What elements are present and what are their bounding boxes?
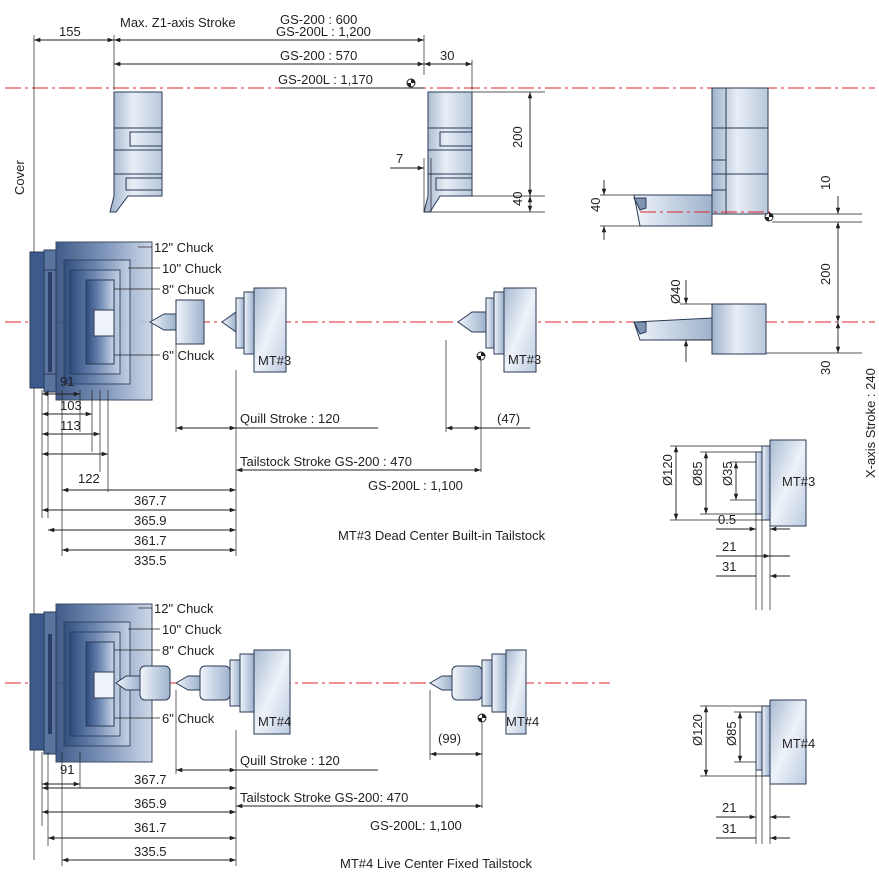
chuck-10-top: 10" Chuck — [162, 261, 222, 276]
tailstock-stroke-top-l: GS-200L : 1,100 — [368, 478, 463, 493]
dim-91-top: 91 — [60, 374, 74, 389]
turret-right-dimensions — [600, 180, 862, 354]
mt3-a: MT#3 — [258, 353, 291, 368]
dead-center-tailstock-top — [148, 287, 287, 373]
turret-left — [109, 91, 163, 213]
chuck-10-bottom: 10" Chuck — [162, 622, 222, 637]
dim-365-bottom: 365.9 — [134, 796, 167, 811]
mt3-detail — [670, 439, 807, 610]
dim-47: (47) — [497, 411, 520, 426]
dim-335-top: 335.5 — [134, 553, 167, 568]
dim-21-bottom: 21 — [722, 800, 736, 815]
dim-dia120-bottom: Ø120 — [690, 714, 705, 746]
dead-center-tailstock-mid — [457, 287, 537, 373]
chuck-6-top: 6" Chuck — [162, 348, 215, 363]
chuck-callouts-top — [114, 246, 160, 356]
reference-point-icon-4 — [477, 713, 487, 723]
mt3-b: MT#3 — [508, 352, 541, 367]
caption-mt3: MT#3 Dead Center Built-in Tailstock — [338, 528, 546, 543]
dim-155: 155 — [59, 24, 81, 39]
dim-99: (99) — [438, 731, 461, 746]
dim-361-top: 361.7 — [134, 533, 167, 548]
chuck-6-bottom: 6" Chuck — [162, 711, 215, 726]
boring-bar-center — [633, 280, 767, 362]
chuck-callouts-bottom — [114, 607, 160, 719]
dim-30-top: 30 — [440, 48, 454, 63]
tailstock-stroke-bottom-l: GS-200L: 1,100 — [370, 818, 462, 833]
gs200-570: GS-200 : 570 — [280, 48, 357, 63]
live-center-tailstock-mid — [429, 649, 527, 735]
chuck-assembly-top — [29, 241, 153, 401]
max-z1-stroke-label: Max. Z1-axis Stroke — [120, 15, 236, 30]
chuck-dimensions-bottom — [41, 690, 483, 866]
top-stroke-dimensions — [34, 35, 473, 90]
dim-122: 122 — [78, 471, 100, 486]
dim-dia35: Ø35 — [720, 461, 735, 486]
dim-40-tool: 40 — [588, 198, 603, 212]
dim-91-bottom: 91 — [60, 762, 74, 777]
mt4-a: MT#4 — [258, 714, 291, 729]
dim-30-x: 30 — [818, 361, 833, 375]
turret-middle-dimensions — [390, 91, 545, 213]
mt4-c: MT#4 — [782, 736, 815, 751]
chuck-12-bottom: 12" Chuck — [154, 601, 214, 616]
reference-point-icon — [406, 78, 416, 88]
dim-365-top: 365.9 — [134, 513, 167, 528]
mt4-detail — [700, 699, 807, 844]
dim-dia40: Ø40 — [668, 279, 683, 304]
dim-367-top: 367.7 — [134, 493, 167, 508]
mt3-c: MT#3 — [782, 474, 815, 489]
dim-7: 7 — [396, 151, 403, 166]
dim-367-bottom: 367.7 — [134, 772, 167, 787]
caption-mt4: MT#4 Live Center Fixed Tailstock — [340, 856, 532, 871]
chuck-12-top: 12" Chuck — [154, 240, 214, 255]
dim-335-bottom: 335.5 — [134, 844, 167, 859]
turret-right — [633, 87, 770, 227]
chuck-dimensions-top — [41, 340, 530, 556]
reference-point-icon-2 — [764, 212, 774, 222]
dim-361-bottom: 361.7 — [134, 820, 167, 835]
gs200l-1200: GS-200L : 1,200 — [276, 24, 371, 39]
dim-113: 113 — [60, 418, 81, 433]
dim-40-vertical: 40 — [510, 192, 525, 206]
chuck-8-top: 8" Chuck — [162, 282, 215, 297]
quill-stroke-top: Quill Stroke : 120 — [240, 411, 340, 426]
dim-200-vertical: 200 — [510, 126, 525, 148]
gs200l-1170: GS-200L : 1,170 — [278, 72, 373, 87]
dim-21-top: 21 — [722, 539, 736, 554]
reference-point-icon-3 — [476, 351, 486, 361]
chuck-8-bottom: 8" Chuck — [162, 643, 215, 658]
dim-31-top: 31 — [722, 559, 736, 574]
tailstock-stroke-top: Tailstock Stroke GS-200 : 470 — [240, 454, 412, 469]
x-axis-stroke-label: X-axis Stroke : 240 — [863, 368, 878, 478]
cover-label: Cover — [12, 160, 27, 195]
gs200-600: GS-200 : 600 — [280, 12, 357, 27]
dim-10: 10 — [818, 176, 833, 190]
tailstock-stroke-bottom: Tailstock Stroke GS-200: 470 — [240, 790, 408, 805]
mt4-b: MT#4 — [506, 714, 539, 729]
dim-103: 103 — [60, 398, 82, 413]
dim-dia120-top: Ø120 — [660, 454, 675, 486]
dim-31-bottom: 31 — [722, 821, 736, 836]
quill-stroke-bottom: Quill Stroke : 120 — [240, 753, 340, 768]
dim-dia85-bottom: Ø85 — [724, 721, 739, 746]
turret-middle — [423, 91, 473, 213]
live-center-tailstock-bottom — [115, 649, 291, 735]
dim-0-5: 0.5 — [718, 512, 736, 527]
dim-200-x: 200 — [818, 263, 833, 285]
dim-dia85-top: Ø85 — [690, 461, 705, 486]
